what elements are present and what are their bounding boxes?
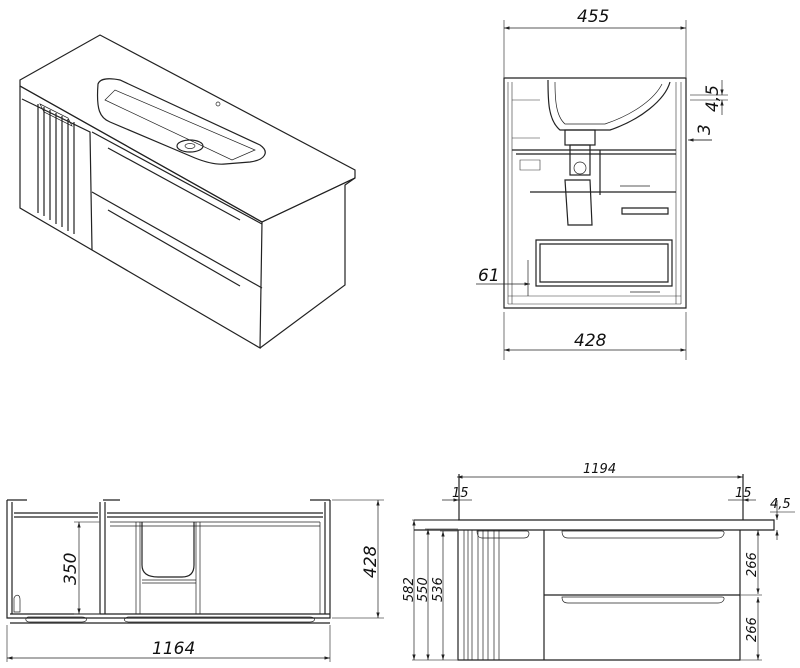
dim-428-plan: 428 bbox=[361, 545, 381, 578]
dim-3: 3 bbox=[695, 124, 715, 135]
dim-455: 455 bbox=[577, 7, 609, 27]
side-section-view: 455 428 4,5 3 61 bbox=[476, 7, 728, 360]
dim-428-side: 428 bbox=[574, 331, 607, 351]
dim-1164: 1164 bbox=[152, 639, 195, 659]
dim-4-5-front: 4,5 bbox=[770, 497, 791, 512]
plan-section-view: 350 428 1164 bbox=[6, 499, 384, 662]
dim-15-left: 15 bbox=[452, 486, 469, 501]
isometric-view bbox=[19, 34, 356, 350]
dim-582: 582 bbox=[402, 577, 417, 602]
dim-536: 536 bbox=[431, 577, 446, 602]
dim-1194: 1194 bbox=[583, 462, 616, 477]
dim-550: 550 bbox=[416, 577, 431, 602]
front-view: 1194 15 15 4,5 582 550 536 266 266 bbox=[402, 462, 795, 661]
dim-4-5-side: 4,5 bbox=[703, 85, 723, 112]
dim-15-right: 15 bbox=[735, 486, 752, 501]
dim-350: 350 bbox=[61, 553, 81, 585]
dim-266-bottom: 266 bbox=[745, 617, 760, 642]
dim-61: 61 bbox=[478, 266, 500, 286]
dim-266-top: 266 bbox=[745, 552, 760, 577]
